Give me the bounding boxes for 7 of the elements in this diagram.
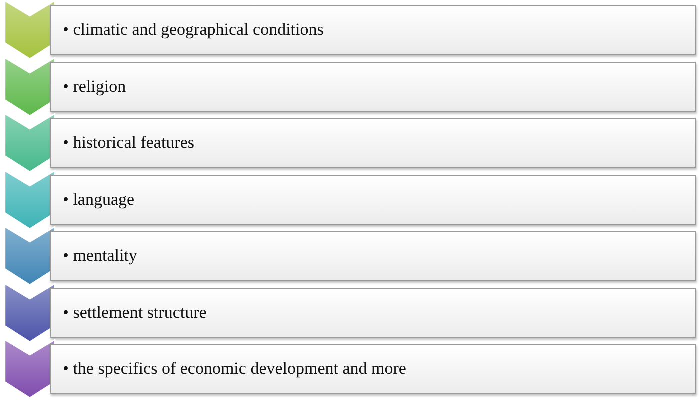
list-item-text: • mentality bbox=[63, 246, 138, 266]
list-item-text: • settlement structure bbox=[63, 302, 207, 322]
list-item-text: • historical features bbox=[63, 133, 195, 153]
list-item-text: • language bbox=[63, 190, 135, 210]
list-item-text: • climatic and geographical conditions bbox=[63, 20, 324, 40]
list-item-text: • religion bbox=[63, 76, 126, 96]
list-item-text: • the specifics of economic development and more bbox=[63, 359, 406, 379]
